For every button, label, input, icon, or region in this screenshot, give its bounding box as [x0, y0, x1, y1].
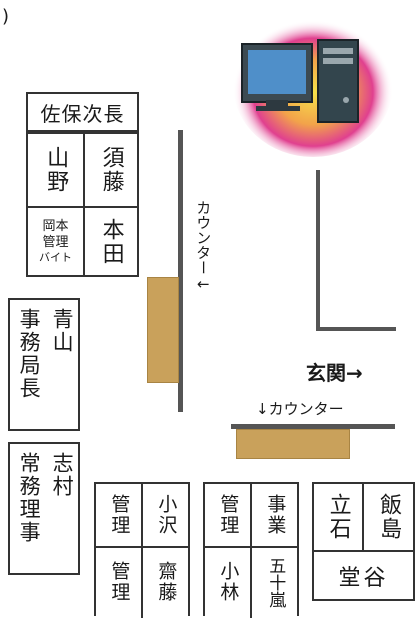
- desk-kanri-3: 管理: [217, 494, 240, 536]
- desk-ozawa: 小沢: [155, 494, 178, 536]
- deputy-title-box: 佐保次長: [26, 92, 139, 132]
- managing-name: 志村: [50, 452, 75, 498]
- deputy-title: 佐保次長: [40, 101, 125, 126]
- desk-kanri-2: 管理: [108, 561, 131, 603]
- desk-yamano: 山野: [43, 146, 69, 194]
- managing-role: 常務理事: [17, 452, 42, 544]
- counter-vertical-label: カウンター←: [194, 200, 213, 293]
- managing-director-box: 常務理事 志村: [8, 442, 80, 575]
- wall-horizontal: [316, 327, 396, 331]
- desk-kobayashi: 小林: [217, 561, 240, 603]
- desk-kanri-1: 管理: [108, 494, 131, 536]
- director-name: 青山: [50, 308, 75, 354]
- desk-group-2: 管理 事業 小林 五十嵐: [203, 482, 299, 618]
- director-box: 事務局長 青山: [8, 298, 80, 431]
- horizontal-counter-line: [231, 424, 395, 429]
- desk-dotani: 堂谷: [338, 565, 389, 591]
- vertical-counter-line: [178, 130, 183, 412]
- desk-tateishi: 立石: [325, 493, 351, 541]
- desk-sudo: 須藤: [98, 146, 124, 194]
- deputy-desks: 山野 須藤 岡本 管理 バイト 本田: [26, 132, 139, 277]
- desk-saito: 齋藤: [155, 561, 178, 603]
- desk-okamoto-line3: バイト: [39, 250, 72, 264]
- desk-group-3: 立石 飯島 堂谷: [312, 482, 415, 601]
- director-role: 事務局長: [17, 308, 42, 400]
- desk-igarashi: 五十嵐: [265, 556, 286, 608]
- wall-vertical: [316, 170, 320, 330]
- computer-illustration: [228, 0, 398, 160]
- desk-honda: 本田: [98, 217, 124, 266]
- desk-group-1: 管理 小沢 管理 齋藤: [94, 482, 190, 618]
- vertical-counter-desk: [147, 277, 179, 383]
- desk-okamoto-line2: 管理: [42, 234, 69, 250]
- desk-jigyo: 事業: [264, 494, 287, 536]
- desk-okamoto-line1: 岡本: [42, 219, 69, 235]
- horizontal-counter-desk: [236, 429, 350, 459]
- counter-horizontal-label: ↓カウンター: [256, 400, 344, 418]
- entrance-label: 玄関→: [306, 361, 363, 385]
- corner-mark: ): [2, 6, 10, 27]
- desk-iijima: 飯島: [376, 493, 402, 541]
